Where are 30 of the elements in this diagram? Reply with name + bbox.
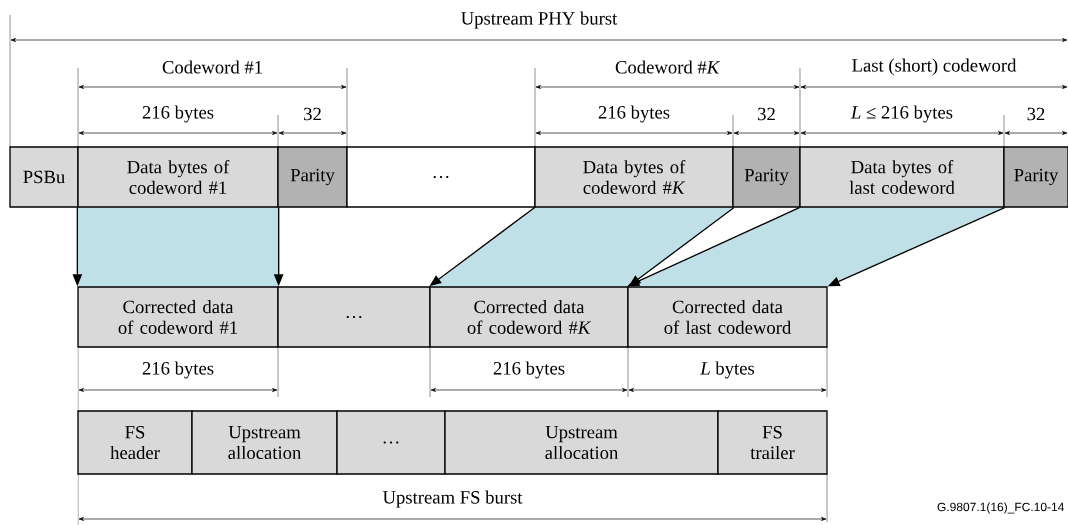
dimension-label: 216 bytes (142, 105, 214, 123)
field-box: Data bytes of last codeword (799, 146, 1005, 208)
parity-box: Parity (1003, 146, 1068, 208)
dimension-label: 216 bytes (598, 105, 670, 123)
parity-box: Parity (277, 146, 348, 208)
dimension-label: 32 (304, 107, 321, 121)
dimension-label: 216 bytes (493, 361, 565, 379)
dimension-label: 216 bytes (142, 361, 214, 379)
field-box: Upstream allocation (191, 410, 338, 475)
figure-id: G.9807.1(16)_FC.10-14 (937, 502, 1064, 514)
dimension-label: Codeword #1 (162, 60, 262, 74)
ellipsis-box: … (336, 410, 446, 475)
field-box: Data bytes of codeword #K (534, 146, 734, 208)
field-box: PSBu (9, 146, 79, 208)
field-box: FS trailer (717, 410, 828, 475)
dimension-label: L ≤ 216 bytes (850, 105, 953, 123)
dimension-label: Last (short) codeword (852, 58, 1017, 76)
field-box: Corrected data of last codeword (627, 286, 828, 348)
dimension-label: L bytes (700, 361, 755, 379)
ellipsis-box: … (346, 146, 536, 208)
dimension-label: 32 (758, 107, 775, 121)
field-box: Corrected data of codeword #K (429, 286, 629, 348)
dimension-label: Upstream PHY burst (461, 11, 618, 29)
dimension-label: Codeword #K (615, 60, 720, 74)
ellipsis-box: … (277, 286, 431, 348)
field-box: Corrected data of codeword #1 (77, 286, 279, 348)
parity-box: Parity (732, 146, 801, 208)
dimension-label: 32 (1027, 107, 1045, 121)
dimension-label: Upstream FS burst (382, 490, 523, 508)
field-box: FS header (77, 410, 193, 475)
